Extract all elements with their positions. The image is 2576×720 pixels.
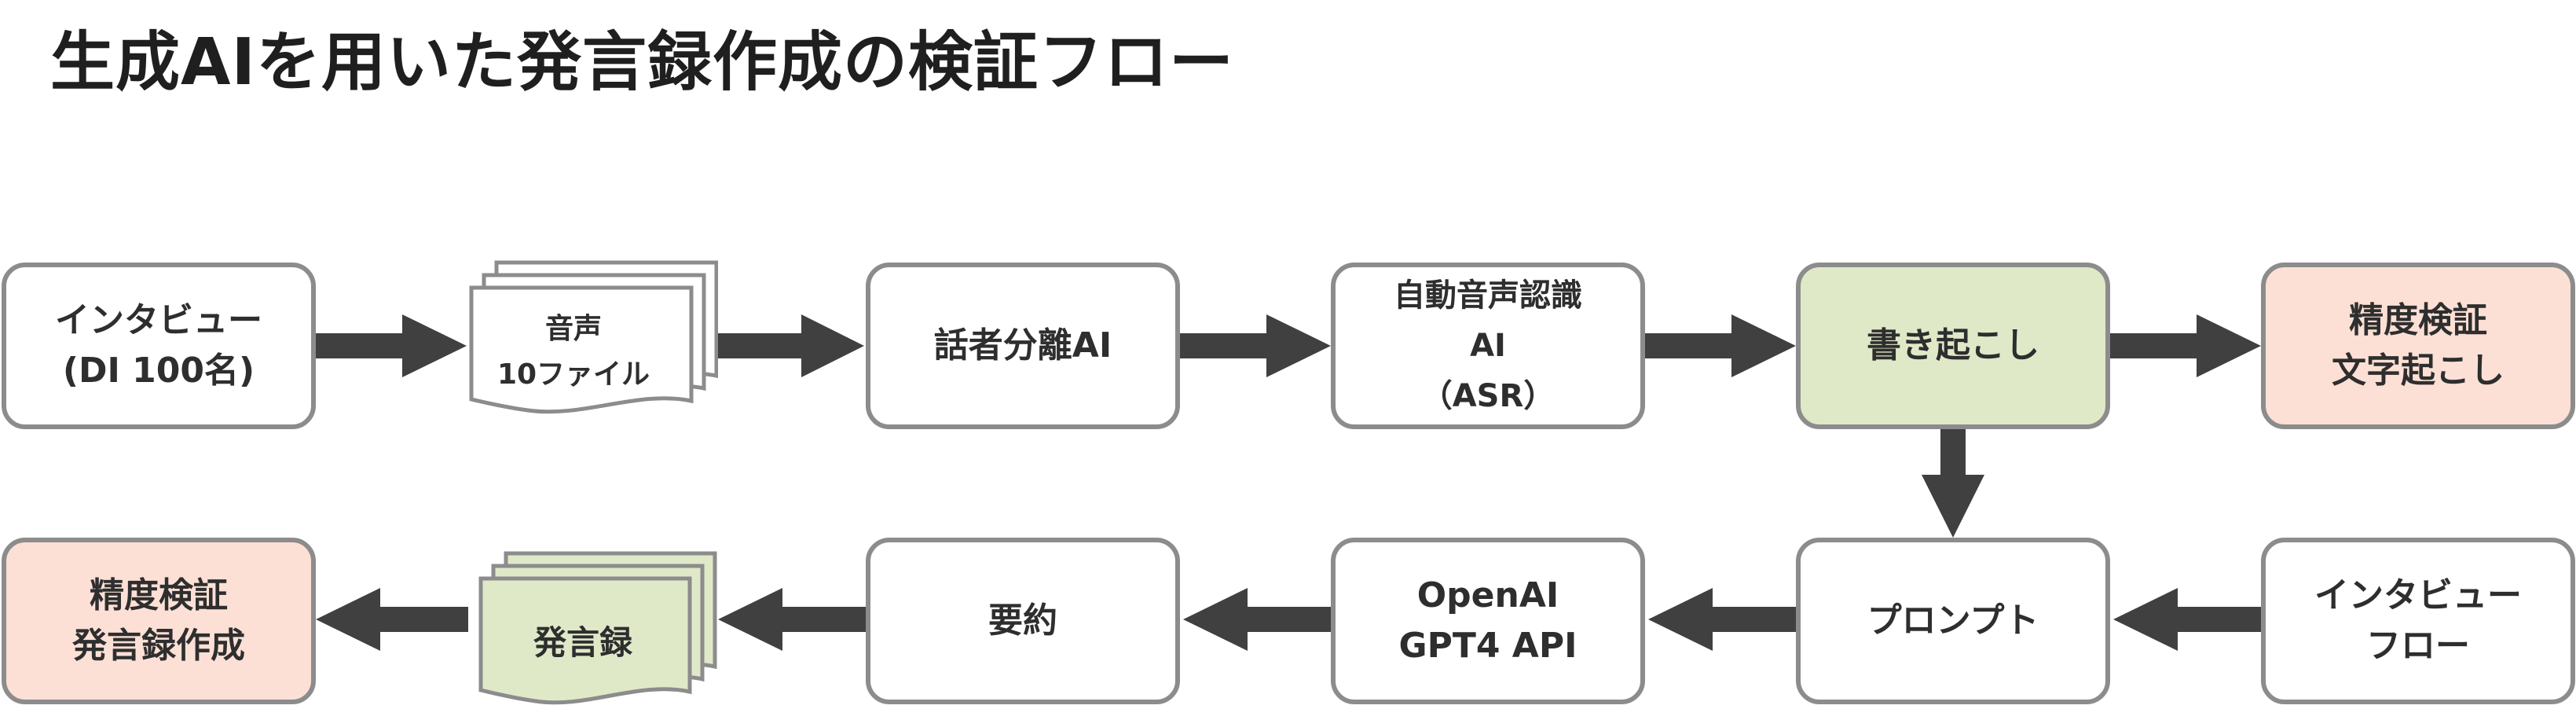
arrow-minutes-to-accuracy (316, 588, 468, 651)
node-transcription: 書き起こし (1796, 263, 2110, 429)
arrow-interview-to-audio (316, 314, 467, 377)
node-asr: 自動音声認識 AI （ASR） (1331, 263, 1645, 429)
node-audio-files: 音声 10ファイル (467, 259, 718, 424)
node-openai-line-1: OpenAI (1416, 575, 1559, 616)
node-accuracy-transcript-line-2: 文字起こし (2332, 351, 2505, 391)
arrow-flow-to-prompt (2113, 588, 2261, 651)
node-accuracy-minutes-line-2: 発言録作成 (72, 626, 245, 666)
node-prompt: プロンプト (1796, 538, 2110, 704)
node-interview-flow: インタビュー フロー (2261, 538, 2575, 704)
node-accuracy-transcript: 精度検証 文字起こし (2261, 263, 2575, 429)
node-interview: インタビュー (DI 100名) (2, 263, 316, 429)
arrow-diarization-to-asr (1180, 314, 1331, 377)
node-accuracy-minutes: 精度検証 発言録作成 (2, 538, 316, 704)
node-diarization: 話者分離AI (866, 263, 1180, 429)
node-prompt-line-1: プロンプト (1867, 601, 2039, 641)
node-minutes-doc: 発言録 (476, 550, 727, 715)
arrow-openai-to-summary (1183, 588, 1331, 651)
page-title: 生成AIを用いた発言録作成の検証フロー (50, 25, 1234, 100)
node-asr-line-2: AI (1470, 328, 1506, 364)
arrow-transcription-to-prompt (1922, 428, 1984, 538)
node-asr-line-3: （ASR） (1420, 378, 1555, 414)
arrow-audio-to-diarization (711, 314, 864, 377)
node-openai-line-2: GPT4 API (1398, 626, 1577, 666)
node-summary: 要約 (866, 538, 1180, 704)
node-minutes-doc-line-1: 発言録 (533, 623, 632, 662)
node-accuracy-transcript-line-1: 精度検証 (2349, 300, 2487, 341)
document-stack-icon (478, 551, 717, 705)
arrow-asr-to-transcription (1645, 314, 1796, 377)
node-openai: OpenAI GPT4 API (1331, 538, 1645, 704)
arrow-prompt-to-openai (1648, 588, 1796, 651)
arrow-summary-to-minutes (718, 588, 866, 651)
node-transcription-line-1: 書き起こし (1867, 325, 2039, 366)
node-interview-line-1: インタビュー (55, 300, 262, 341)
node-audio-files-line-2: 10ファイル (497, 358, 650, 391)
node-accuracy-minutes-line-1: 精度検証 (90, 575, 228, 616)
node-interview-flow-line-2: フロー (2366, 626, 2470, 666)
node-asr-line-1: 自動音声認識 (1394, 277, 1582, 314)
node-diarization-line-1: 話者分離AI (933, 325, 1112, 366)
node-audio-files-line-1: 音声 (544, 313, 602, 345)
node-interview-flow-line-1: インタビュー (2314, 575, 2522, 616)
document-stack-icon (469, 260, 718, 414)
node-interview-line-2: (DI 100名) (62, 351, 255, 391)
node-summary-line-1: 要約 (988, 601, 1057, 641)
arrow-transcription-to-accuracy (2110, 314, 2261, 377)
